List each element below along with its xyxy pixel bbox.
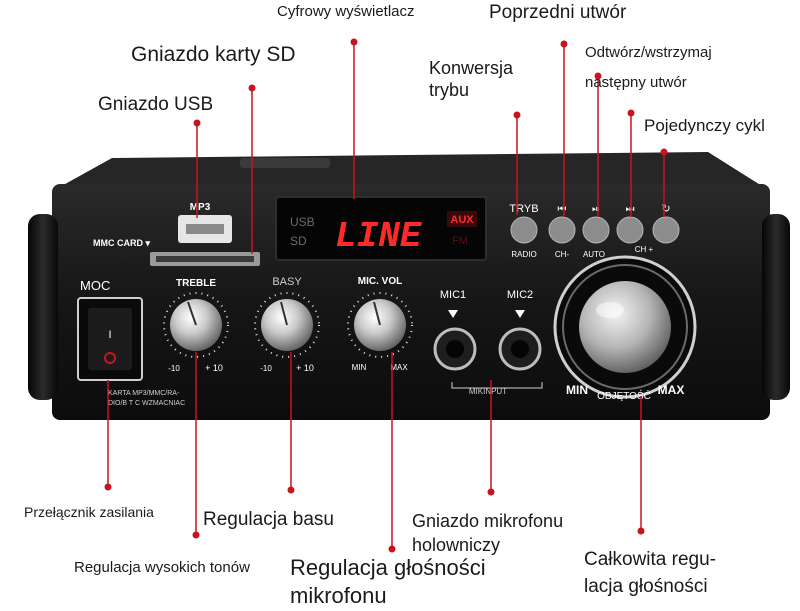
power-indicator-icon bbox=[104, 352, 116, 364]
bass-knob-pointer bbox=[280, 301, 288, 326]
mic-vol-max-label: MAX bbox=[390, 363, 408, 372]
bass-min-label: -10 bbox=[260, 364, 272, 373]
mikinput-bracket bbox=[451, 382, 543, 389]
caption-master-line2: lacja głośności bbox=[584, 576, 708, 597]
caption-mode-line1: Konwersja bbox=[429, 58, 514, 78]
single-cycle-button[interactable] bbox=[652, 216, 680, 244]
caption-treble: Regulacja wysokich tonów bbox=[74, 559, 250, 576]
caption-mic-volume-line2: mikrofonu bbox=[290, 583, 387, 608]
display-fm-text: FM bbox=[452, 235, 468, 247]
tryb-label: TRYB bbox=[509, 203, 538, 215]
caption-master-line1: Całkowita regu- bbox=[584, 549, 716, 570]
small-text-line1: KARTA MP3/MMC/RA- bbox=[108, 390, 180, 397]
dot-display bbox=[350, 38, 358, 46]
dot-bass bbox=[287, 486, 295, 494]
mic2-jack-hole bbox=[511, 340, 529, 358]
caption-single-cycle: Pojedynczy cykl bbox=[644, 116, 765, 135]
mode-button[interactable] bbox=[510, 216, 538, 244]
bass-max-label: + 10 bbox=[296, 363, 314, 373]
moc-label: MOC bbox=[80, 278, 110, 293]
mic2-arrow-icon bbox=[515, 310, 525, 318]
radio-label: RADIO bbox=[511, 250, 536, 259]
caption-mic-jack-line2: holowniczy bbox=[412, 535, 501, 555]
leader-lines bbox=[107, 42, 665, 549]
master-volume-knob[interactable] bbox=[579, 281, 671, 373]
leader-dots bbox=[104, 38, 668, 553]
left-handle bbox=[28, 214, 58, 400]
mic1-arrow-icon bbox=[448, 310, 458, 318]
dot-power bbox=[104, 483, 112, 491]
caption-display: Cyfrowy wyświetlacz bbox=[277, 3, 415, 20]
ch-plus-label: CH + bbox=[635, 245, 654, 254]
dot-treble bbox=[192, 531, 200, 539]
previous-track-button[interactable] bbox=[548, 216, 576, 244]
caption-previous: Poprzedni utwór bbox=[489, 2, 627, 23]
display-aux-box bbox=[447, 211, 477, 227]
dot-next bbox=[627, 109, 635, 117]
master-knob-highlight bbox=[596, 302, 624, 318]
caption-next: następny utwór bbox=[585, 74, 687, 91]
mic2-label: MIC2 bbox=[507, 289, 533, 301]
dot-play bbox=[594, 72, 602, 80]
mikinput-label: MIKINPUT bbox=[469, 387, 507, 396]
caption-mic-volume-line1: Regulacja głośności bbox=[290, 555, 486, 580]
dot-usb bbox=[193, 119, 201, 127]
repeat-icon: ↻ bbox=[661, 203, 670, 215]
mic-vol-knob-pointer bbox=[373, 301, 381, 326]
display-sd-text: SD bbox=[290, 234, 307, 248]
caption-bass: Regulacja basu bbox=[203, 509, 334, 530]
mmc-card-label: MMC CARD ▾ bbox=[93, 238, 150, 248]
display-aux-text: AUX bbox=[450, 214, 474, 226]
treble-label: TREBLE bbox=[176, 278, 216, 289]
ch-minus-label: CH- bbox=[555, 250, 570, 259]
usb-port-inner bbox=[186, 224, 224, 234]
dot-prev bbox=[560, 40, 568, 48]
next-icon: ⏭ bbox=[626, 204, 635, 215]
mic1-jack-hole bbox=[446, 340, 464, 358]
treble-knob-pointer bbox=[187, 301, 197, 326]
treble-min-label: -10 bbox=[168, 364, 180, 373]
basy-label: BASY bbox=[272, 276, 302, 288]
prev-icon: ⏮ bbox=[558, 204, 567, 215]
small-text-line2: DIO/B T C WZMACNIAC bbox=[108, 400, 185, 407]
mic-vol-min-label: MIN bbox=[352, 363, 367, 372]
next-track-button[interactable] bbox=[616, 216, 644, 244]
caption-mode-line2: trybu bbox=[429, 80, 470, 100]
power-symbol: I bbox=[108, 329, 111, 341]
treble-scale bbox=[163, 292, 229, 358]
master-max-label: MAX bbox=[658, 383, 685, 397]
dot-mic-volume bbox=[388, 545, 396, 553]
caption-sd-slot: Gniazdo karty SD bbox=[131, 43, 296, 66]
caption-play-pause: Odtwórz/wstrzymaj bbox=[585, 44, 712, 61]
sd-card-slot-inner bbox=[156, 256, 254, 262]
mic-vol-label: MIC. VOL bbox=[358, 276, 402, 287]
display-main-text: LINE bbox=[335, 216, 423, 257]
caption-power: Przełącznik zasilania bbox=[24, 504, 154, 520]
bass-scale bbox=[254, 292, 320, 358]
top-vent bbox=[240, 158, 330, 168]
mp3-label: MP3 bbox=[190, 202, 211, 213]
display-usb-text: USB bbox=[290, 215, 315, 229]
play-pause-button[interactable] bbox=[582, 216, 610, 244]
auto-label: AUTO bbox=[583, 250, 605, 259]
play-pause-icon: ⏯ bbox=[592, 204, 600, 215]
power-switch[interactable] bbox=[88, 308, 132, 370]
dot-cycle bbox=[660, 148, 668, 156]
caption-usb-slot: Gniazdo USB bbox=[98, 94, 214, 115]
mic-vol-scale bbox=[347, 292, 413, 358]
dot-sd bbox=[248, 84, 256, 92]
caption-mic-jack-line1: Gniazdo mikrofonu bbox=[412, 511, 564, 531]
treble-max-label: + 10 bbox=[205, 363, 223, 373]
dot-master bbox=[637, 527, 645, 535]
digital-display bbox=[275, 196, 487, 261]
top-cover bbox=[58, 152, 762, 188]
dot-mic-jack bbox=[487, 488, 495, 496]
mic1-label: MIC1 bbox=[440, 289, 466, 301]
master-min-label: MIN bbox=[566, 383, 588, 397]
right-handle bbox=[762, 214, 790, 400]
master-volume-inner-ring bbox=[562, 264, 688, 390]
dot-mode bbox=[513, 111, 521, 119]
objetosc-label: OBJĘTOŚĆ bbox=[597, 389, 651, 402]
